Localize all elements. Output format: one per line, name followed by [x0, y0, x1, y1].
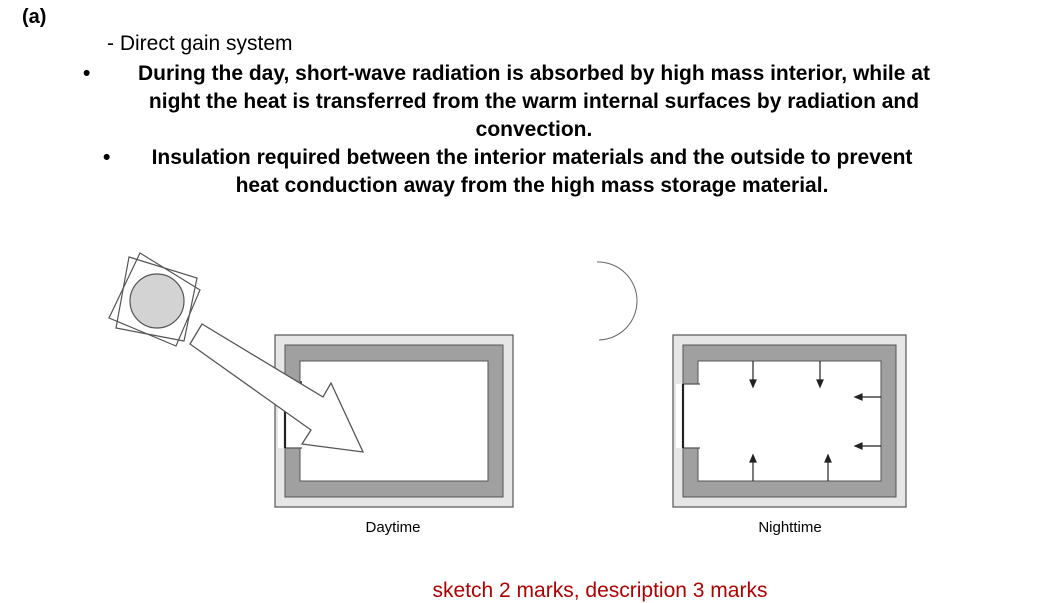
nighttime-caption: Nighttime	[758, 519, 821, 536]
heat-flow-arrow-icon	[749, 361, 881, 481]
sun-icon	[108, 252, 201, 347]
radiation-arrow-icon	[189, 323, 365, 453]
bullet-point-insulation: Insulation required between the interior…	[151, 146, 913, 197]
bullet-marker: •	[103, 146, 111, 169]
daytime-caption: Daytime	[365, 519, 420, 536]
part-label: (a)	[22, 6, 47, 28]
bullet-point-daytime-nighttime: During the day, short-wave radiation is …	[138, 62, 930, 141]
marks-allocation-note: sketch 2 marks, description 3 marks	[0, 579, 1038, 603]
moon-icon	[596, 261, 638, 341]
marks-allocation-text: sketch 2 marks, description 3 marks	[432, 579, 768, 602]
bullet-marker: •	[83, 62, 91, 85]
nighttime-building	[672, 334, 907, 508]
system-subtitle: - Direct gain system	[107, 32, 293, 55]
